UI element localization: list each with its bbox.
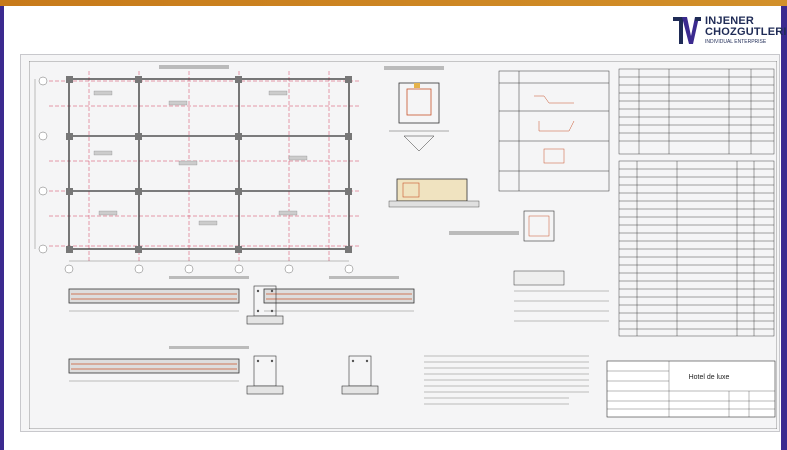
- project-title: Hotel de luxe: [689, 374, 730, 381]
- title-block: Hotel de luxe: [606, 360, 776, 418]
- drawing-area: Hotel de luxe: [29, 61, 777, 429]
- brand-tagline: INDIVIDUAL ENTERPRISE: [705, 39, 767, 45]
- brand-name-line-2: CHOZGUTLERI: [705, 26, 787, 38]
- foundation-plan: [34, 65, 359, 274]
- top-accent-band: [0, 0, 787, 6]
- specification-tables: [618, 68, 775, 337]
- brand-name-line-1: INJENER: [705, 15, 755, 27]
- logo-mark-icon: [673, 17, 701, 44]
- bending-schedule: [498, 70, 610, 192]
- engineering-drawing: Hotel de luxe: [29, 61, 777, 429]
- drawing-sheet: Hotel de luxe: [20, 54, 780, 432]
- section-details: [246, 285, 379, 395]
- right-accent-bar: [781, 6, 787, 450]
- beam-elevations: [68, 276, 415, 382]
- brand-logo: INJENER CHOZGUTLERI INDIVIDUAL ENTERPRIS…: [673, 14, 786, 48]
- center-details: [384, 66, 609, 405]
- left-accent-bar: [0, 6, 4, 450]
